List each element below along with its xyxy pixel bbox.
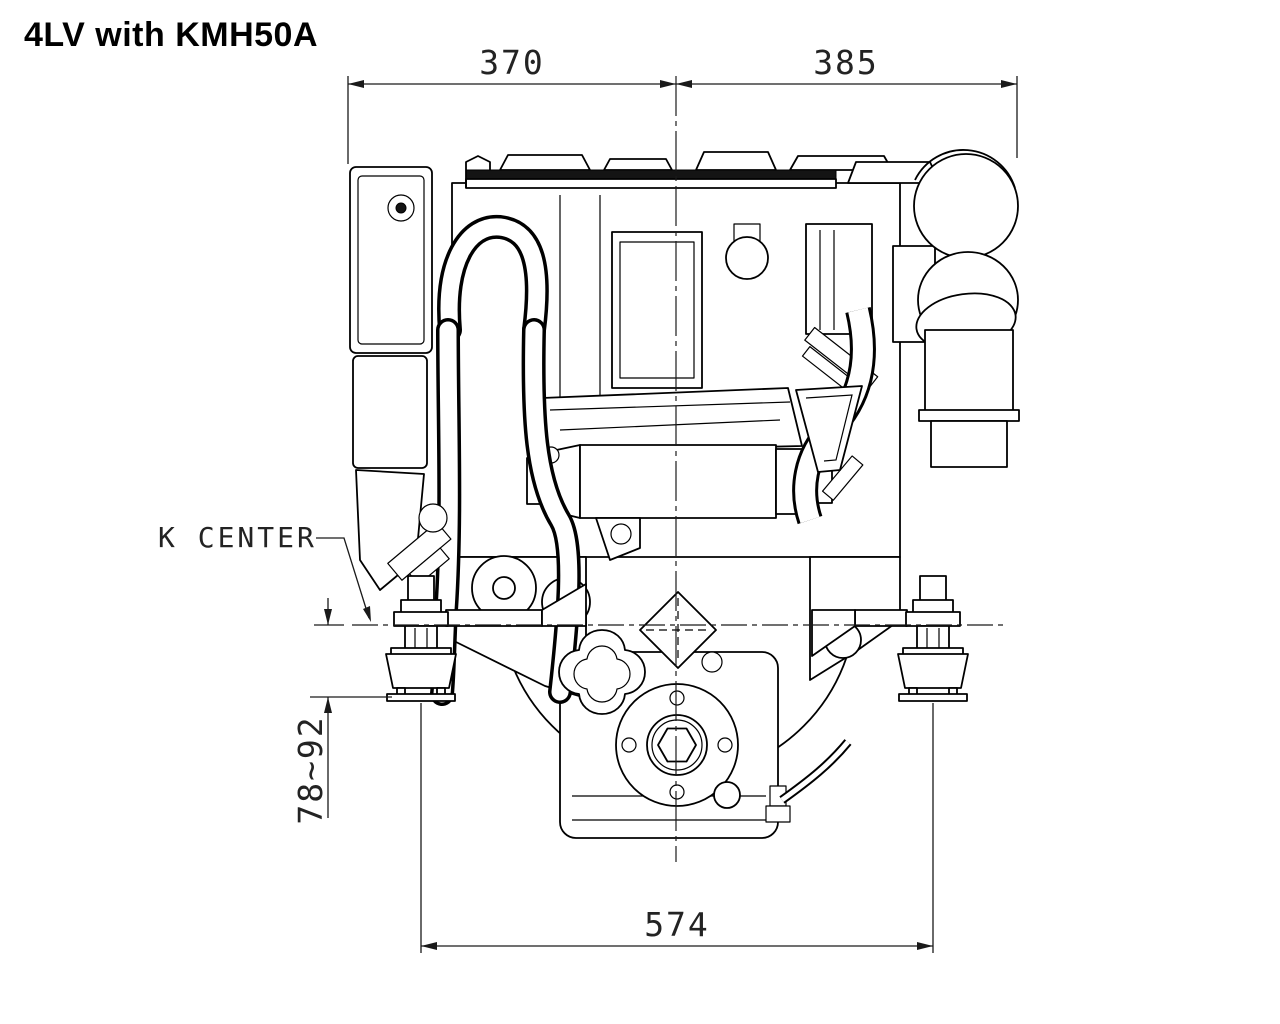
dimension-385: 385	[676, 43, 1017, 88]
dimension-annotations: 370 385 574 78~92 K CENTER	[158, 43, 1018, 953]
dim-370-label: 370	[479, 43, 545, 82]
dimension-574: 574	[421, 905, 933, 950]
mount-bracket-left	[445, 583, 587, 627]
pto-plate	[639, 591, 723, 673]
left-panel	[349, 166, 433, 591]
dimension-78-92: 78~92	[291, 598, 332, 825]
heat-exchanger	[526, 444, 833, 561]
exhaust-elbow	[792, 306, 876, 525]
dim-385-label: 385	[813, 43, 879, 82]
air-cleaner	[892, 149, 1020, 468]
engine-artwork	[349, 149, 1020, 839]
engine-mount-left	[385, 575, 457, 702]
dimension-370: 370	[348, 43, 676, 88]
k-center-label: K CENTER	[158, 521, 317, 554]
output-flange	[615, 683, 741, 809]
rocker-cover-rail	[465, 151, 987, 190]
dim-78-92-label: 78~92	[291, 715, 330, 824]
intake-manifold	[539, 387, 803, 453]
engine-mount-right	[897, 575, 969, 702]
k-center-callout: K CENTER	[158, 521, 371, 622]
dim-574-label: 574	[644, 905, 710, 944]
pulley-hub	[492, 576, 516, 600]
shift-cover-plate	[558, 629, 646, 715]
page-title: 4LV with KMH50A	[24, 16, 319, 54]
